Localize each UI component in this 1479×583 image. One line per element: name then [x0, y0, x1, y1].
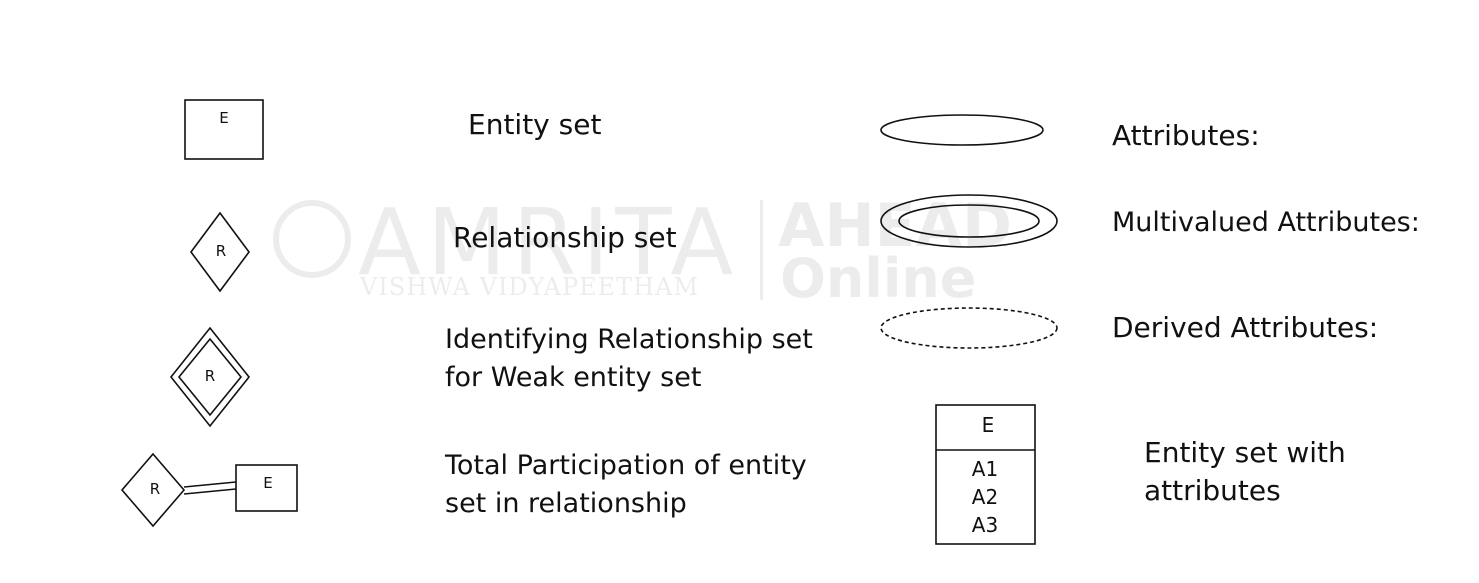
attributes-label: Attributes:	[1112, 117, 1260, 155]
total-participation-label-line-2: set in relationship	[445, 488, 687, 519]
identifying-relationship-label-line-1: Identifying Relationship set	[445, 324, 813, 355]
attribute-line-3: A3	[972, 513, 998, 537]
watermark-brand: AMRITA	[358, 189, 740, 296]
entity-set-label-line-1: Entity set	[468, 108, 602, 141]
watermark: AMRITA VISHWA VIDYAPEETHAM AHEAD Online	[268, 189, 1012, 310]
watermark-sub: VISHWA VIDYAPEETHAM	[360, 273, 700, 301]
identifying-relationship-label-line-2: for Weak entity set	[445, 362, 702, 393]
watermark-right-top: AHEAD	[778, 191, 1012, 261]
entity-with-attributes-label-line-1: Entity set with	[1144, 436, 1346, 469]
entity-set-letter: E	[219, 109, 228, 127]
entity-with-attributes-letter: E	[982, 413, 995, 437]
multivalued-inner	[898, 204, 1040, 238]
entity-set-label: Entity set	[468, 106, 601, 144]
relationship-set-symbol	[190, 211, 250, 293]
multivalued-label: Multivalued Attributes:	[1112, 204, 1420, 242]
identifying-relationship-inner	[177, 337, 243, 417]
total-participation-line-2	[183, 488, 237, 495]
entity-with-attributes-box	[935, 404, 1036, 545]
total-participation-e-letter: E	[263, 474, 272, 492]
relationship-set-letter: R	[216, 242, 226, 260]
relationship-set-label: Relationship set	[453, 219, 677, 257]
identifying-relationship-label: Identifying Relationship set for Weak en…	[445, 321, 813, 397]
watermark-seal-icon	[273, 200, 351, 278]
total-participation-label: Total Participation of entity set in rel…	[445, 447, 807, 523]
derived-attribute-symbol	[880, 307, 1058, 349]
attribute-symbol	[880, 114, 1044, 146]
total-participation-r-letter: R	[150, 480, 160, 498]
total-participation-line-1	[183, 481, 237, 488]
identifying-relationship-outer	[169, 326, 251, 428]
attribute-line-2: A2	[972, 485, 998, 509]
entity-with-attributes-label: Entity set with attributes	[1144, 434, 1346, 510]
attributes-label-line-1: Attributes:	[1112, 119, 1260, 152]
entity-with-attributes-label-line-2: attributes	[1144, 474, 1281, 507]
total-participation-entity	[235, 464, 298, 512]
watermark-right-bottom: Online	[780, 247, 977, 310]
multivalued-outer	[880, 194, 1058, 248]
total-participation-diamond	[120, 452, 186, 528]
watermark-divider	[760, 200, 763, 300]
entity-set-symbol	[184, 99, 264, 160]
identifying-relationship-letter: R	[205, 367, 215, 385]
relationship-set-label-line-1: Relationship set	[453, 221, 677, 254]
derived-label: Derived Attributes:	[1112, 309, 1378, 347]
attribute-line-1: A1	[972, 457, 998, 481]
total-participation-label-line-1: Total Participation of entity	[445, 450, 807, 481]
multivalued-label-line-1: Multivalued Attributes:	[1112, 207, 1420, 238]
derived-label-line-1: Derived Attributes:	[1112, 311, 1379, 344]
